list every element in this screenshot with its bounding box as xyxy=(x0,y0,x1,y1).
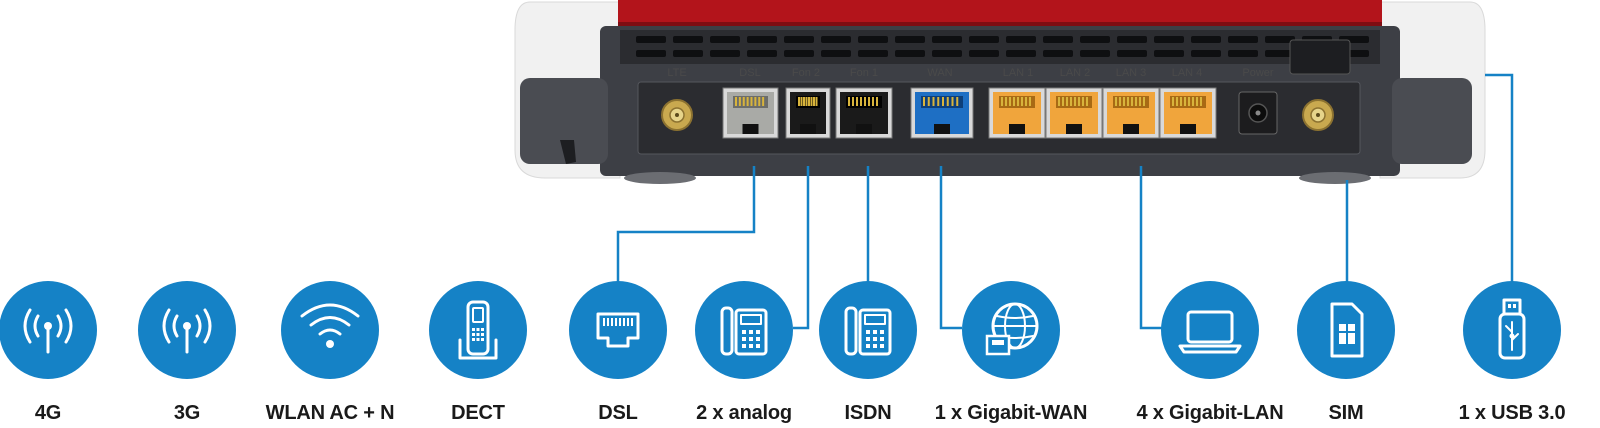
wan-port xyxy=(910,87,974,139)
wifi-icon xyxy=(300,303,360,348)
port-label-power: Power xyxy=(1242,67,1274,79)
port-label-lte: LTE xyxy=(667,67,686,79)
router-foot-left xyxy=(624,172,696,184)
feature-icon-10 xyxy=(1297,281,1395,379)
fon2-port xyxy=(785,87,831,139)
port-label-lan-3: LAN 3 xyxy=(1116,67,1147,79)
port-label-fon-1: Fon 1 xyxy=(850,67,878,79)
lte-antenna-connector-left xyxy=(661,99,693,131)
feature-label-4g: 4G xyxy=(34,402,62,424)
globe-icon xyxy=(985,302,1039,356)
feature-label-dsl: DSL xyxy=(598,402,638,424)
feature-label-3g: 3G xyxy=(173,402,201,424)
port-label-lan-1: LAN 1 xyxy=(1003,67,1034,79)
port-label-fon-2: Fon 2 xyxy=(792,67,820,79)
icon-circle xyxy=(1161,281,1259,379)
laptop-icon xyxy=(1178,310,1242,354)
icon-circle xyxy=(569,281,667,379)
feature-icon-8 xyxy=(962,281,1060,379)
fon1-port xyxy=(835,87,893,139)
port-label-wan: WAN xyxy=(927,67,952,79)
feature-icon-7 xyxy=(819,281,917,379)
lan1-port xyxy=(988,87,1046,139)
feature-icon-2 xyxy=(138,281,236,379)
feature-icon-1 xyxy=(0,281,97,379)
router-foot-right xyxy=(1299,172,1371,184)
lan4-port xyxy=(1159,87,1217,139)
feature-label-gigabit-lan: 4 x Gigabit-LAN xyxy=(1136,402,1284,424)
lte-antenna-connector-right xyxy=(1302,99,1334,131)
port-label-lan-2: LAN 2 xyxy=(1060,67,1091,79)
feature-label-wlan: WLAN AC + N xyxy=(265,402,395,424)
port-label-dsl: DSL xyxy=(739,67,760,79)
feature-label-analog: 2 x analog xyxy=(696,402,792,424)
desk-phone-icon xyxy=(720,306,768,356)
feature-label-dect: DECT xyxy=(451,402,505,424)
feature-label-gigabit-wan: 1 x Gigabit-WAN xyxy=(934,402,1088,424)
dsl-port xyxy=(722,87,779,139)
usb-stick-icon xyxy=(1498,298,1526,360)
feature-icon-4 xyxy=(429,281,527,379)
port-label-lan-4: LAN 4 xyxy=(1172,67,1203,79)
antenna-icon xyxy=(23,308,73,354)
cordless-phone-icon xyxy=(458,300,498,360)
connector-lines xyxy=(616,73,1514,330)
icon-circle xyxy=(962,281,1060,379)
sim-card-icon xyxy=(1330,302,1364,358)
feature-icon-5 xyxy=(569,281,667,379)
power-jack xyxy=(1238,91,1278,135)
feature-label-sim: SIM xyxy=(1328,402,1364,424)
ethernet-port-icon xyxy=(596,312,640,348)
router-back-panel: LTE DSL Fon 2 Fon 1 WAN LAN 1 LAN 2 LAN 3 LAN 4 P… xyxy=(514,0,1486,184)
lan2-port xyxy=(1045,87,1103,139)
feature-label-isdn: ISDN xyxy=(844,402,892,424)
router-red-top xyxy=(618,0,1382,26)
feature-icon-3 xyxy=(281,281,379,379)
feature-icon-6 xyxy=(695,281,793,379)
feature-label-usb: 1 x USB 3.0 xyxy=(1458,402,1566,424)
usb-slot xyxy=(1289,39,1351,75)
antenna-icon xyxy=(162,308,212,354)
desk-phone-icon xyxy=(844,306,892,356)
feature-icon-11 xyxy=(1463,281,1561,379)
feature-icon-9 xyxy=(1161,281,1259,379)
lan3-port xyxy=(1102,87,1160,139)
router-vent-strip xyxy=(620,30,1380,64)
